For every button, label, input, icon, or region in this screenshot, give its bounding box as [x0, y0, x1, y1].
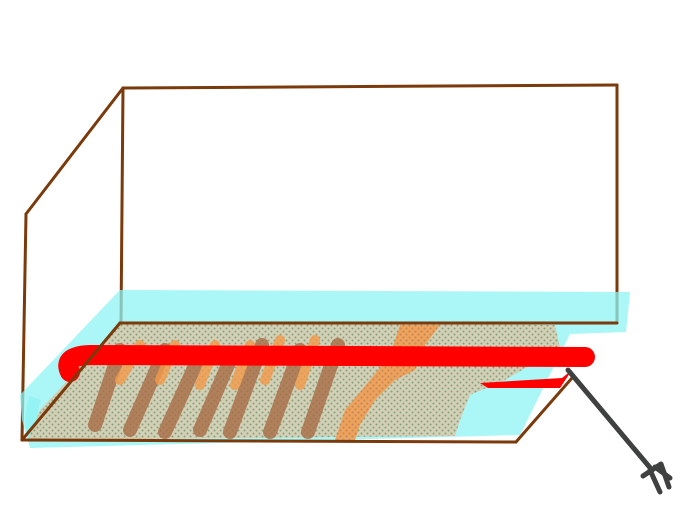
tank-frame-front-icon	[20, 321, 619, 444]
plug-icon	[640, 461, 673, 495]
heater-tube-icon	[58, 344, 595, 388]
power-cord-icon	[565, 367, 655, 473]
tank-frame-back-icon	[20, 83, 619, 442]
